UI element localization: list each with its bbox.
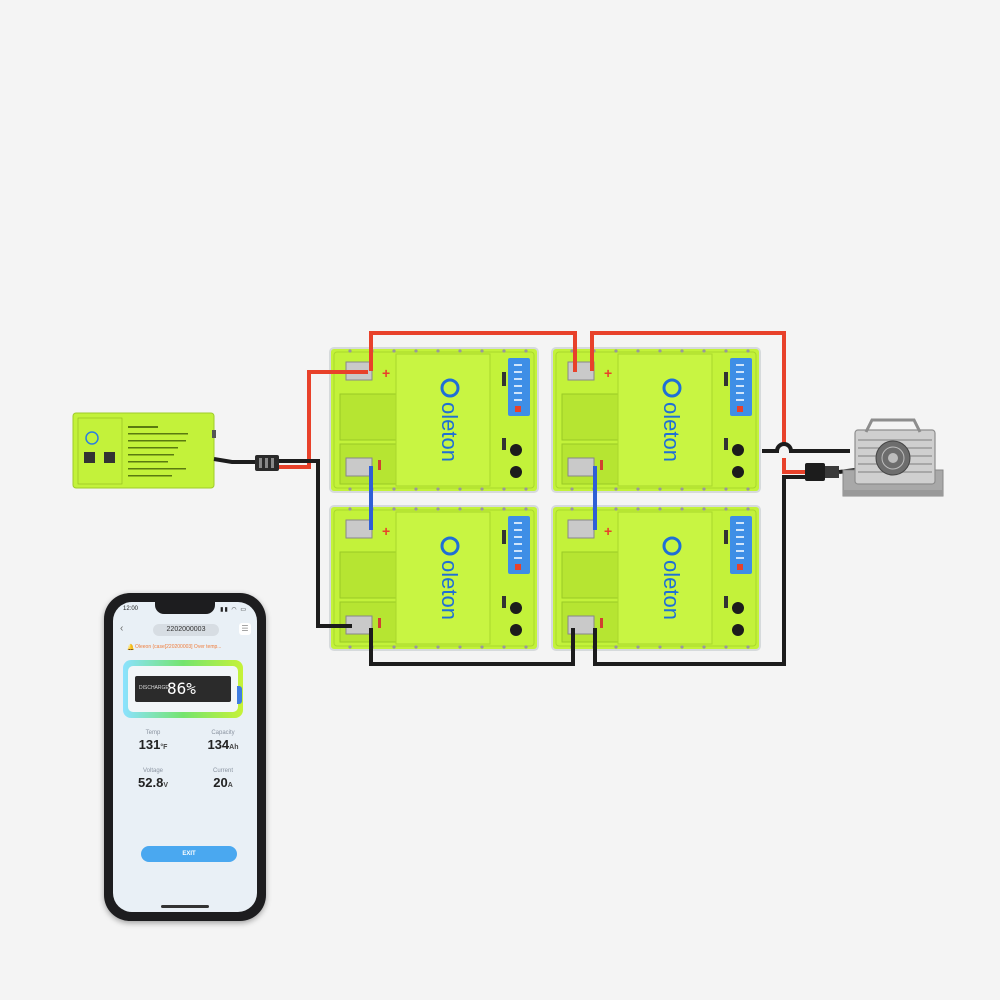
comm-port-icon [732, 602, 744, 614]
device-bar: ‹ 2202000003 ☰ [113, 621, 257, 639]
smartphone: 12:00 ▮▮ ◠ ▭ ‹ 2202000003 ☰ 🔔 Oleeon (ca… [104, 593, 266, 921]
negative-terminal [567, 457, 595, 477]
positive-marker: + [604, 365, 612, 381]
positive-terminal [345, 519, 373, 539]
brand-text: oleton [659, 402, 684, 462]
display-mode: DISCHARGE [139, 685, 169, 691]
positive-marker: + [382, 523, 390, 539]
battery-charger [842, 418, 944, 497]
phone-screen: 12:00 ▮▮ ◠ ▭ ‹ 2202000003 ☰ 🔔 Oleeon (ca… [113, 602, 257, 912]
monitor-box [72, 412, 216, 489]
comm-port-icon [510, 444, 522, 456]
brand-text: oleton [437, 402, 462, 462]
qr-code-icon [104, 452, 115, 463]
battery-module: + oleton [551, 505, 761, 651]
temp-stat: Temp 131°F [138, 730, 168, 752]
comm-port-icon [510, 602, 522, 614]
negative-marker [378, 460, 381, 470]
brand-text: oleton [437, 560, 462, 620]
brand-logo-icon [662, 536, 682, 556]
brand-logo-icon [440, 378, 460, 398]
positive-marker: + [604, 523, 612, 539]
menu-icon[interactable]: ☰ [239, 623, 251, 635]
back-arrow-icon[interactable]: ‹ [120, 623, 124, 634]
positive-terminal [567, 519, 595, 539]
cable-connector [255, 455, 279, 471]
home-indicator[interactable] [161, 905, 209, 908]
series-link [369, 466, 597, 530]
brand-text: oleton [659, 560, 684, 620]
negative-cable [279, 442, 850, 666]
warning-icon: 🔔 [127, 645, 135, 651]
current-stat: Current 20A [212, 768, 233, 790]
positive-cable [279, 331, 810, 474]
comm-port-icon [732, 444, 744, 456]
device-id: 2202000003 [153, 624, 219, 636]
phone-notch [155, 602, 215, 614]
comm-port-icon [732, 466, 744, 478]
signal-wifi-battery-icon: ▮▮ ◠ ▭ [220, 607, 247, 613]
battery-module: + oleton [329, 505, 539, 651]
positive-marker: + [382, 365, 390, 381]
logo-icon [85, 431, 99, 445]
state-of-charge: 86% [167, 679, 196, 698]
clock: 12:00 [123, 606, 139, 612]
battery-tip [237, 686, 242, 704]
comm-port-icon [510, 466, 522, 478]
battery-module: + oleton [329, 347, 539, 493]
alert-banner[interactable]: Oleeon (case[220200003] Over temp... [135, 644, 222, 650]
negative-marker [600, 618, 603, 628]
exit-button[interactable]: EXIT [141, 846, 237, 862]
negative-terminal [345, 457, 373, 477]
soc-display: DISCHARGE 86% [135, 676, 231, 702]
comm-port-icon [510, 624, 522, 636]
capacity-stat: Capacity 134Ah [207, 730, 239, 752]
status-bar: 12:00 ▮▮ ◠ ▭ [123, 606, 247, 613]
brand-logo-icon [662, 378, 682, 398]
comm-port-icon [732, 624, 744, 636]
battery-module: + oleton [551, 347, 761, 493]
brand-logo-icon [440, 536, 460, 556]
qr-code-icon [84, 452, 95, 463]
negative-marker [378, 618, 381, 628]
voltage-stat: Voltage 52.8V [138, 768, 168, 790]
battery-gauge: DISCHARGE 86% [123, 660, 243, 718]
negative-marker [600, 460, 603, 470]
